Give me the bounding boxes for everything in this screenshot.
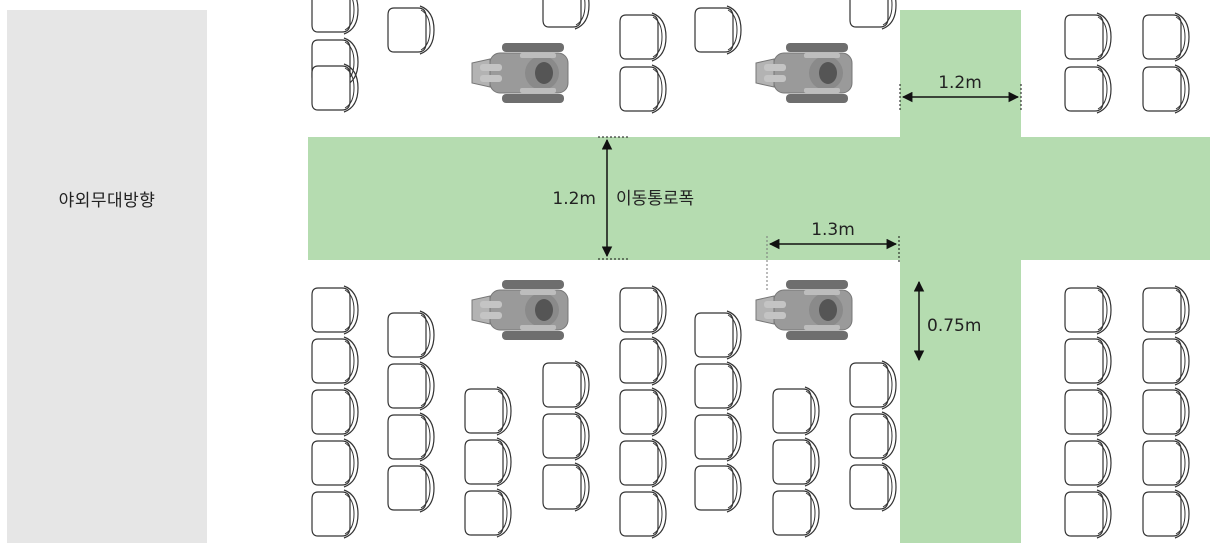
- main-aisle-width-value: 1.2m: [552, 189, 596, 209]
- chair-icon: [464, 437, 512, 487]
- chair-icon: [619, 64, 667, 114]
- chair-icon: [619, 489, 667, 539]
- chair-icon: [772, 386, 820, 436]
- chair-icon: [619, 438, 667, 488]
- chair-icon: [1142, 64, 1190, 114]
- main-aisle: [308, 137, 1210, 260]
- wheelchair-icon: [755, 280, 853, 340]
- chair-icon: [387, 361, 435, 411]
- chair-icon: [772, 488, 820, 538]
- chair-icon: [542, 360, 590, 410]
- wheelchair-icon: [755, 43, 853, 103]
- chair-icon: [849, 0, 897, 30]
- chair-icon: [694, 463, 742, 513]
- chair-icon: [542, 462, 590, 512]
- wheelchair-clearance-dimension: 1.3m: [766, 220, 900, 290]
- chair-icon: [311, 438, 359, 488]
- chair-icon: [311, 63, 359, 113]
- chair-icon: [849, 411, 897, 461]
- gap-value: 0.75m: [927, 316, 981, 336]
- chair-icon: [619, 387, 667, 437]
- wheelchair-icon: [471, 280, 569, 340]
- main-aisle-width-caption: 이동통로폭: [616, 189, 694, 209]
- chair-icon: [311, 387, 359, 437]
- chair-icon: [311, 489, 359, 539]
- chair-icon: [387, 310, 435, 360]
- main-aisle-width-dimension: 1.2m 이동통로폭: [552, 136, 694, 260]
- chair-icon: [849, 360, 897, 410]
- chair-icon: [694, 412, 742, 462]
- gap-dimension: 0.75m: [913, 280, 981, 362]
- chairs-layer: [311, 0, 1190, 539]
- chair-icon: [387, 5, 435, 55]
- chair-icon: [772, 437, 820, 487]
- chair-icon: [1142, 285, 1190, 335]
- chair-icon: [464, 488, 512, 538]
- stage-direction-label: 야외무대방향: [58, 191, 156, 211]
- chair-icon: [694, 310, 742, 360]
- wheelchair-clearance-value: 1.3m: [811, 220, 855, 240]
- chair-icon: [1064, 12, 1112, 62]
- chair-icon: [1142, 387, 1190, 437]
- chair-icon: [619, 285, 667, 335]
- chair-icon: [387, 463, 435, 513]
- chair-icon: [464, 386, 512, 436]
- chair-icon: [311, 285, 359, 335]
- chair-icon: [1142, 12, 1190, 62]
- chair-icon: [619, 12, 667, 62]
- chair-icon: [311, 336, 359, 386]
- chair-icon: [1064, 387, 1112, 437]
- chair-icon: [311, 0, 359, 35]
- chair-icon: [542, 411, 590, 461]
- chair-icon: [1064, 285, 1112, 335]
- chair-icon: [542, 0, 590, 30]
- chair-icon: [694, 361, 742, 411]
- cross-aisle-width-dimension: 1.2m: [899, 73, 1022, 112]
- chair-icon: [1142, 438, 1190, 488]
- chair-icon: [1064, 438, 1112, 488]
- chair-icon: [1064, 489, 1112, 539]
- chair-icon: [1142, 336, 1190, 386]
- wheelchair-icon: [471, 43, 569, 103]
- chair-icon: [1064, 336, 1112, 386]
- chair-icon: [1064, 64, 1112, 114]
- chair-icon: [1142, 489, 1190, 539]
- chair-icon: [849, 462, 897, 512]
- wheelchairs-layer: [471, 43, 853, 340]
- chair-icon: [387, 412, 435, 462]
- chair-icon: [694, 5, 742, 55]
- chair-icon: [619, 336, 667, 386]
- stage-direction-panel: [7, 10, 207, 543]
- cross-aisle-width-value: 1.2m: [938, 73, 982, 93]
